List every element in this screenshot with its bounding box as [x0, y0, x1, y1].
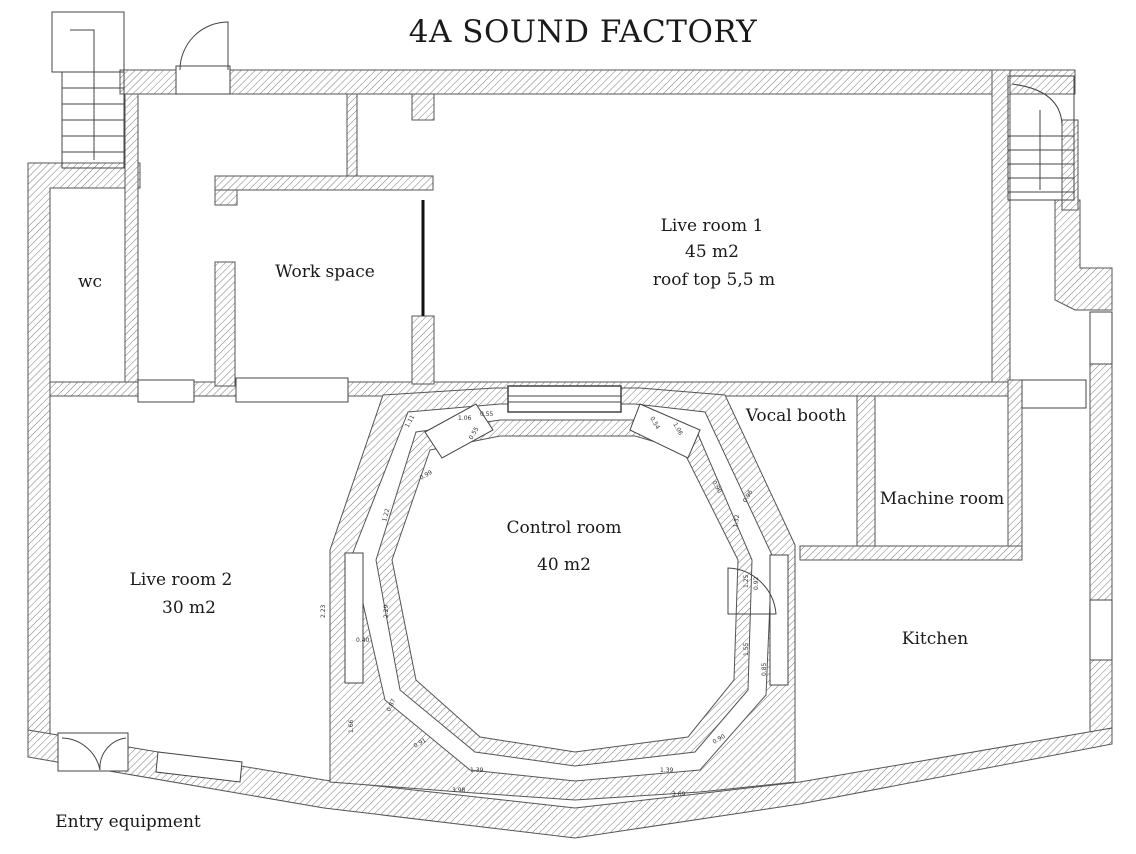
- wall-stair-right: [1061, 119, 1079, 211]
- door-kitchen: [727, 567, 777, 615]
- dimension-label: 2.29: [383, 604, 390, 618]
- dimension-label: 1.55: [743, 642, 750, 656]
- plan-title: 4A SOUND FACTORY: [408, 14, 758, 50]
- panel-right: [629, 403, 701, 459]
- outer-wall-left-upper: [27, 162, 141, 758]
- wall-machine-bottom: [799, 545, 1023, 561]
- dimension-label: 3.69: [672, 791, 686, 798]
- outer-wall-bottom: [27, 727, 1113, 839]
- panel-left: [424, 403, 494, 459]
- stairs-top-right: [1007, 75, 1075, 201]
- dimension-label: 1.66: [348, 719, 355, 733]
- dimension-label: 1.39: [660, 767, 674, 774]
- wall-live1-pillar: [411, 93, 435, 121]
- stairs-top-left: [51, 11, 125, 169]
- label-control-room: Control room: [506, 518, 622, 538]
- dimension-label: 1.32: [732, 514, 741, 529]
- window-right: [1021, 311, 1113, 661]
- side-panel-left: [344, 552, 364, 684]
- dimension-label: 0.40: [356, 637, 370, 644]
- dimension-label: 1.39: [470, 767, 484, 774]
- label-live-room-1-roof: roof top 5,5 m: [652, 270, 776, 290]
- door-entry: [57, 732, 129, 772]
- label-live-room-1-area: 45 m2: [685, 242, 739, 262]
- wall-wc-right: [124, 93, 139, 387]
- dimension-label: 1.25: [743, 574, 750, 588]
- outer-wall-right-lower: [1089, 359, 1113, 745]
- outer-wall-right-step: [1054, 199, 1113, 311]
- label-live-room-1: Live room 1: [660, 216, 764, 236]
- dimension-label: 1.22: [381, 508, 391, 523]
- wall-machine-right: [1007, 379, 1023, 559]
- label-live-room-2-area: 30 m2: [162, 598, 216, 618]
- wall-vocal-right: [856, 395, 876, 551]
- outer-wall-top: [119, 69, 1076, 95]
- wall-workspace-top: [214, 175, 434, 191]
- dimension-label: 0.55: [480, 411, 494, 418]
- label-machine-room: Machine room: [879, 489, 1005, 509]
- label-entry-equipment: Entry equipment: [55, 812, 201, 832]
- door-top: [175, 21, 231, 95]
- dimension-label: 0.92: [753, 576, 760, 590]
- control-room-window: [507, 385, 622, 413]
- label-vocal-booth: Vocal booth: [745, 406, 847, 426]
- label-wc: wc: [77, 272, 103, 292]
- wall-workspace-thin: [346, 93, 358, 177]
- control-room-floor: [391, 435, 739, 753]
- dimension-label: 0.85: [761, 662, 768, 676]
- dimension-label: 1.06: [458, 415, 472, 422]
- window-bottom-left: [137, 377, 349, 403]
- label-control-room-area: 40 m2: [537, 555, 591, 575]
- side-panel-right: [769, 554, 789, 686]
- label-kitchen: Kitchen: [901, 629, 969, 649]
- outer-wall-right-upper: [991, 69, 1011, 383]
- wall-live1-lower: [411, 315, 435, 385]
- label-live-room-2: Live room 2: [129, 570, 233, 590]
- dimension-label: 3.98: [452, 787, 466, 794]
- wall-workspace-left: [214, 261, 236, 387]
- label-work-space: Work space: [275, 262, 375, 282]
- wall-workspace-stub: [214, 189, 238, 206]
- window-entry: [155, 751, 243, 783]
- dimension-label: 2.23: [320, 604, 327, 618]
